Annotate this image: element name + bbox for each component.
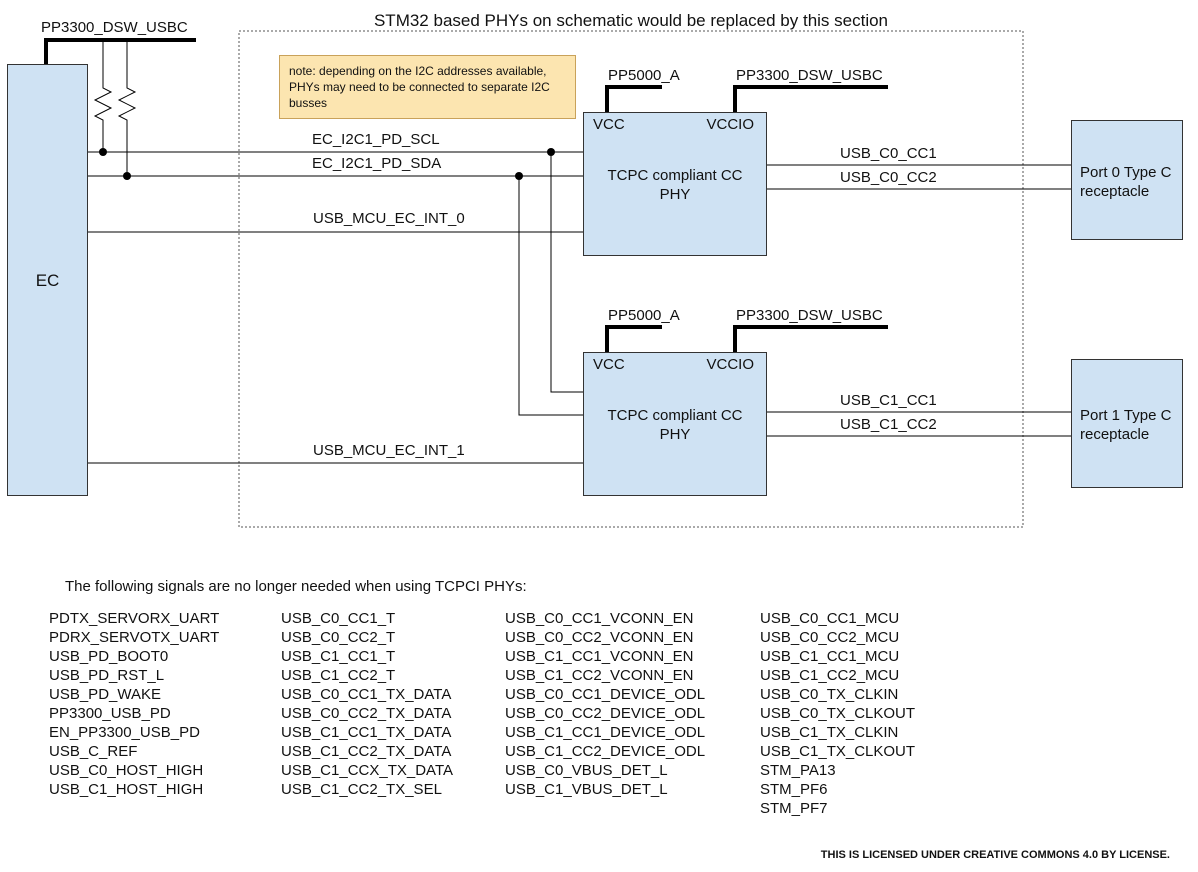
sda-label: EC_I2C1_PD_SDA [312,155,442,172]
removed-signal: USB_C0_HOST_HIGH [49,762,204,779]
removed-signal: USB_PD_WAKE [49,686,161,703]
c0-cc2-label: USB_C0_CC2 [840,169,937,186]
removed-signal: USB_C1_CC1_DEVICE_ODL [505,724,706,741]
removed-signal: USB_C0_CC2_DEVICE_ODL [505,705,706,722]
port1-block: Port 1 Type C receptacle [1071,359,1183,488]
junction-dot [99,148,107,156]
phy1-block: VCC VCCIO TCPC compliant CC PHY [583,352,767,496]
phy1-vcc-rail-label: PP5000_A [608,307,680,324]
removed-signal: STM_PF7 [760,800,828,817]
sda-branch-phy1 [518,176,583,416]
removed-signal: USB_C0_CC2_MCU [760,629,900,646]
removed-signal: USB_C0_CC1_DEVICE_ODL [505,686,706,703]
removed-signal: USB_C0_TX_CLKIN [760,686,899,703]
removed-signal: STM_PF6 [760,781,828,798]
phy1-vccio-rail-label: PP3300_DSW_USBC [736,307,883,324]
phy1-vcc-pin: VCC [593,356,625,373]
removed-signal: USB_C0_CC2_TX_DATA [281,705,452,722]
removed-signal: STM_PA13 [760,762,836,779]
int0-label: USB_MCU_EC_INT_0 [313,210,465,227]
removed-signal: USB_C1_CC1_T [281,648,396,665]
replacement-section-boundary [238,30,1024,528]
removed-signal: USB_C1_CC2_VCONN_EN [505,667,694,684]
top-power-rail [44,38,196,64]
removed-signal: PP3300_USB_PD [49,705,171,722]
removed-signal: USB_C1_CC2_MCU [760,667,900,684]
junction-dot [547,148,555,156]
phy0-vccio-pin: VCCIO [706,116,754,133]
junction-dot [123,172,131,180]
removed-signal: USB_C1_HOST_HIGH [49,781,204,798]
phy0-vcc-rail-label: PP5000_A [608,67,680,84]
removed-signal: USB_C1_VBUS_DET_L [505,781,668,798]
removed-signal: USB_C0_CC2_VCONN_EN [505,629,694,646]
signals-intro: The following signals are no longer need… [65,578,527,595]
junction-dot [515,172,523,180]
scl-label: EC_I2C1_PD_SCL [312,131,440,148]
i2c-note: note: depending on the I2C addresses ava… [279,55,576,119]
section-title: STM32 based PHYs on schematic would be r… [373,11,889,30]
removed-signal: USB_C1_TX_CLKIN [760,724,899,741]
c1-cc2-label: USB_C1_CC2 [840,416,937,433]
removed-signal: USB_C1_CC2_TX_DATA [281,743,452,760]
removed-signal: USB_C1_CC1_MCU [760,648,900,665]
int1-label: USB_MCU_EC_INT_1 [313,442,465,459]
removed-signal: USB_C1_CC2_DEVICE_ODL [505,743,706,760]
removed-signal: USB_C0_CC1_T [281,610,396,627]
phy1-vcc-rail [605,325,662,352]
c0-cc1-label: USB_C0_CC1 [840,145,937,162]
removed-signal: USB_C1_CC2_TX_SEL [281,781,442,798]
pullup-resistor-scl [93,40,113,152]
removed-signal: USB_C0_TX_CLKOUT [760,705,916,722]
removed-signal: USB_C1_TX_CLKOUT [760,743,916,760]
removed-signal: USB_C0_CC1_VCONN_EN [505,610,694,627]
pullup-resistor-sda [117,40,137,176]
signal-column-4: USB_C0_CC1_MCU USB_C0_CC2_MCU USB_C1_CC1_M… [760,609,915,818]
removed-signal: USB_C0_CC1_TX_DATA [281,686,452,703]
phy0-vccio-rail [733,85,888,112]
c1-cc1-label: USB_C1_CC1 [840,392,937,409]
signal-column-2: USB_C0_CC1_T USB_C0_CC2_T USB_C1_CC1_T USB_… [281,609,453,799]
removed-signal: PDRX_SERVOTX_UART [49,629,220,646]
phy0-block: VCC VCCIO TCPC compliant CC PHY [583,112,767,256]
phy1-vccio-rail [733,325,888,352]
signal-column-1: PDTX_SERVORX_UART PDRX_SERVOTX_UART USB_PD… [49,609,219,799]
removed-signal: USB_C0_CC1_MCU [760,610,900,627]
removed-signal: USB_C1_CC1_VCONN_EN [505,648,694,665]
removed-signal: USB_C0_CC2_T [281,629,396,646]
license-text: THIS IS LICENSED UNDER CREATIVE COMMONS … [820,849,1170,861]
phy1-vccio-pin: VCCIO [706,356,754,373]
ec-block: EC [7,64,88,496]
removed-signal: EN_PP3300_USB_PD [49,724,200,741]
port1-label: Port 1 Type C receptacle [1080,407,1172,443]
scl-branch-phy1 [550,152,583,393]
removed-signal: USB_PD_BOOT0 [49,648,169,665]
phy1-label: TCPC compliant CC PHY [607,407,743,443]
removed-signal: USB_C1_CC1_TX_DATA [281,724,452,741]
removed-signal: PDTX_SERVORX_UART [49,610,220,627]
removed-signal: USB_PD_RST_L [49,667,165,684]
removed-signal: USB_C_REF [49,743,138,760]
signal-column-3: USB_C0_CC1_VCONN_EN USB_C0_CC2_VCONN_EN US… [505,609,705,799]
phy0-vccio-rail-label: PP3300_DSW_USBC [736,67,883,84]
port0-block: Port 0 Type C receptacle [1071,120,1183,240]
top-rail-label: PP3300_DSW_USBC [41,19,188,36]
phy0-label: TCPC compliant CC PHY [607,167,743,203]
port0-label: Port 0 Type C receptacle [1080,164,1172,200]
phy0-vcc-rail [605,85,662,112]
removed-signal: USB_C1_CCX_TX_DATA [281,762,454,779]
removed-signal: USB_C0_VBUS_DET_L [505,762,668,779]
ec-label: EC [35,271,60,290]
phy0-vcc-pin: VCC [593,116,625,133]
removed-signal: USB_C1_CC2_T [281,667,396,684]
